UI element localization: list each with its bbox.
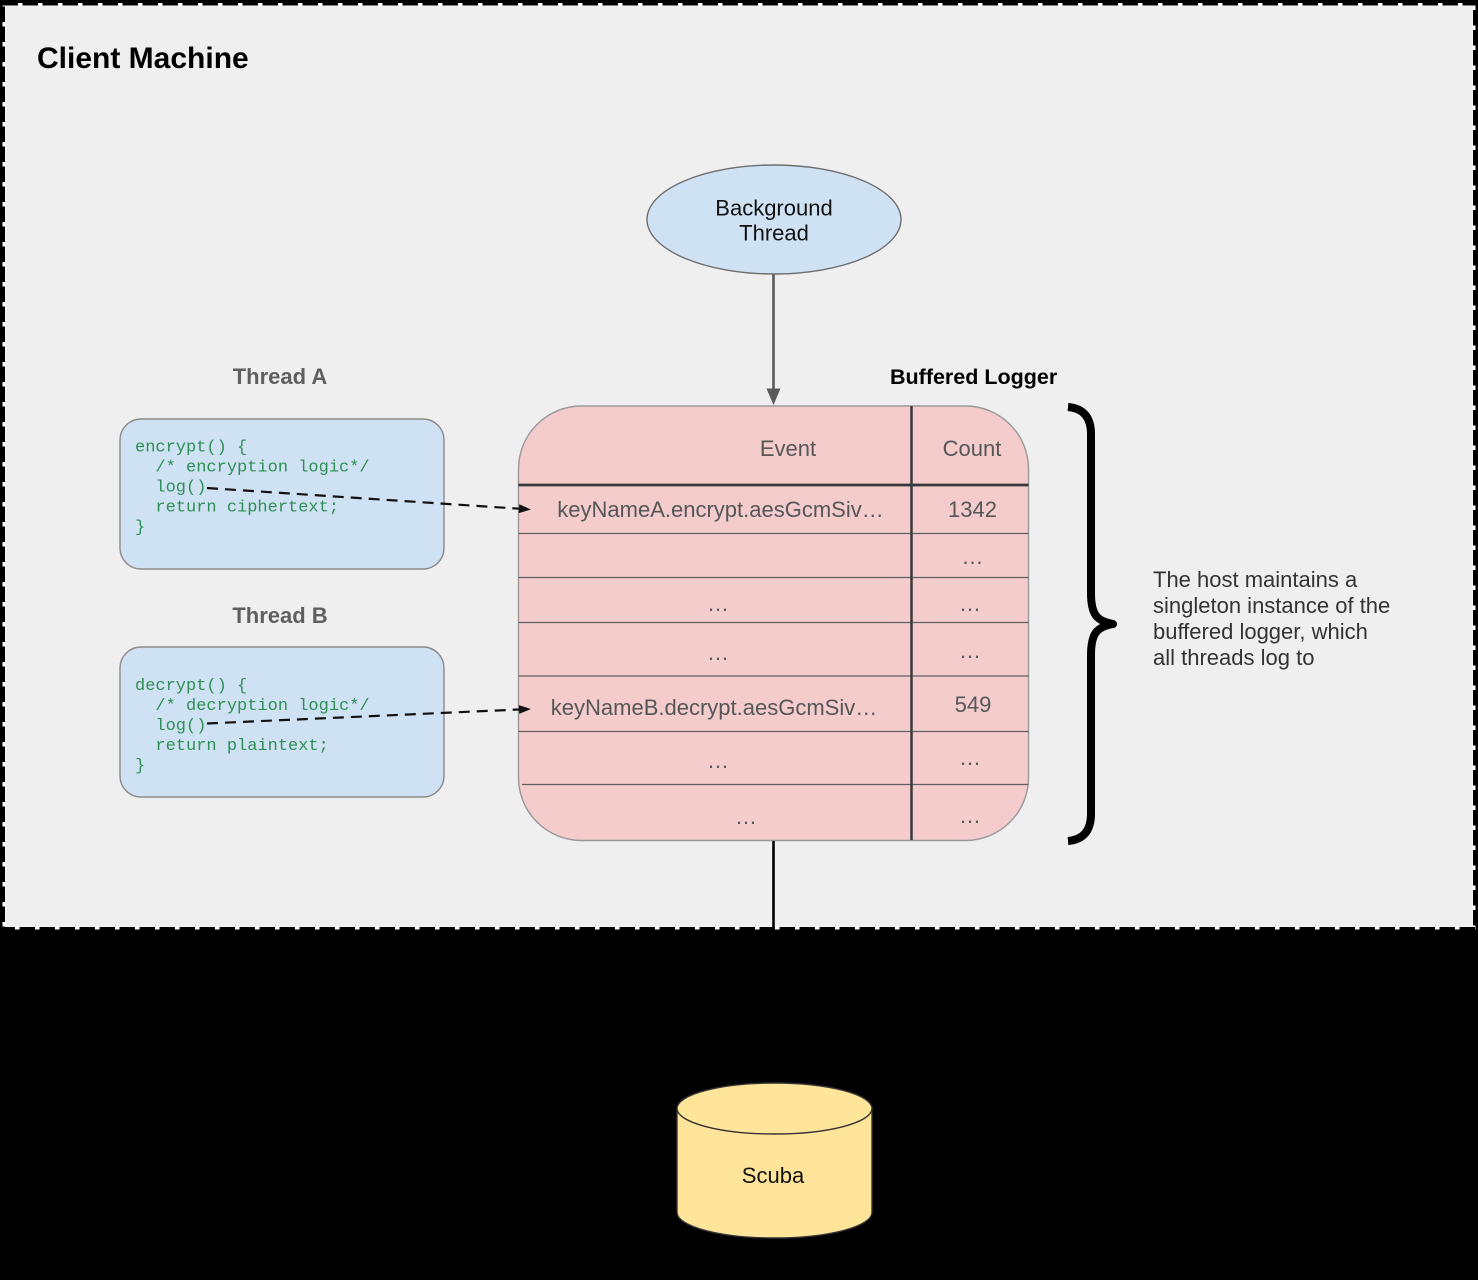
- svg-text:}: }: [135, 519, 145, 538]
- svg-text:all threads log to: all threads log to: [1153, 645, 1314, 670]
- svg-text:}: }: [135, 757, 145, 776]
- svg-text:Count: Count: [943, 436, 1002, 461]
- svg-text:/* encryption logic*/: /* encryption logic*/: [135, 459, 370, 478]
- svg-text:singleton instance of the: singleton instance of the: [1153, 593, 1390, 618]
- svg-text:buffered logger, which: buffered logger, which: [1153, 619, 1368, 644]
- svg-text:log(): log(): [135, 479, 206, 498]
- svg-text:1342: 1342: [948, 497, 997, 522]
- svg-text:Client Machine: Client Machine: [37, 42, 249, 75]
- svg-text:…: …: [707, 640, 729, 665]
- svg-text:…: …: [735, 804, 757, 829]
- svg-text:/* decryption logic*/: /* decryption logic*/: [135, 697, 370, 716]
- svg-text:return plaintext;: return plaintext;: [135, 737, 329, 756]
- svg-text:decrypt() {: decrypt() {: [135, 677, 247, 696]
- svg-text:Thread: Thread: [739, 221, 809, 246]
- svg-text:encrypt() {: encrypt() {: [135, 439, 247, 458]
- svg-text:Thread B: Thread B: [232, 603, 327, 628]
- svg-text:…: …: [959, 591, 981, 616]
- svg-text:The host maintains a: The host maintains a: [1153, 567, 1358, 592]
- svg-text:…: …: [707, 748, 729, 773]
- svg-text:549: 549: [955, 692, 992, 717]
- svg-text:…: …: [962, 544, 984, 569]
- svg-text:…: …: [959, 745, 981, 770]
- svg-text:Buffered Logger: Buffered Logger: [890, 365, 1058, 389]
- svg-text:Background: Background: [715, 196, 832, 221]
- svg-text:…: …: [959, 803, 981, 828]
- svg-text:keyNameB.decrypt.aesGcmSiv…: keyNameB.decrypt.aesGcmSiv…: [551, 695, 877, 720]
- svg-text:…: …: [707, 591, 729, 616]
- svg-text:keyNameA.encrypt.aesGcmSiv…: keyNameA.encrypt.aesGcmSiv…: [557, 497, 883, 522]
- svg-text:Scuba: Scuba: [742, 1163, 805, 1188]
- svg-text:log(): log(): [135, 717, 206, 736]
- svg-text:Event: Event: [760, 436, 816, 461]
- svg-text:return ciphertext;: return ciphertext;: [135, 499, 339, 518]
- svg-text:…: …: [959, 638, 981, 663]
- svg-text:Thread A: Thread A: [233, 364, 328, 389]
